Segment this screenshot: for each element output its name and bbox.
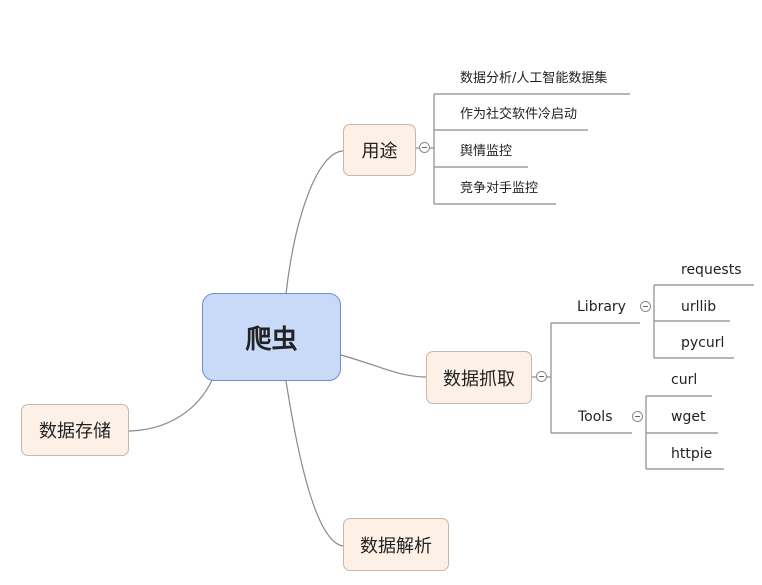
central-node-label: 爬虫 [245, 324, 298, 355]
leaf-tools-2[interactable]: httpie [671, 446, 713, 462]
leaf-tools-1[interactable]: wget [671, 409, 706, 425]
topic-cunchu[interactable]: 数据存储 [21, 404, 129, 456]
leaf-yongtu-0[interactable]: 数据分析/人工智能数据集 [460, 71, 608, 86]
collapse-yongtu-icon[interactable] [419, 142, 430, 153]
collapse-library-icon[interactable] [640, 301, 651, 312]
leaf-library-0[interactable]: requests [681, 262, 742, 278]
collapse-tools-icon[interactable] [632, 411, 643, 422]
connector-central-zhuaqu [340, 354, 427, 378]
leaf-yongtu-3[interactable]: 竞争对手监控 [460, 181, 539, 196]
connector-central-jiexi [285, 380, 344, 547]
topic-yongtu[interactable]: 用途 [343, 124, 416, 176]
leaf-yongtu-2[interactable]: 舆情监控 [460, 144, 513, 159]
topic-zhuaqu[interactable]: 数据抓取 [426, 351, 532, 404]
topic-zhuaqu-label: 数据抓取 [443, 368, 515, 390]
connector-central-cunchu [128, 379, 213, 432]
leaf-library-2[interactable]: pycurl [681, 335, 725, 351]
category-library[interactable]: Library [577, 299, 626, 315]
topic-jiexi[interactable]: 数据解析 [343, 518, 449, 571]
topic-jiexi-label: 数据解析 [360, 535, 432, 557]
connector-central-yongtu [285, 150, 344, 295]
leaf-library-1[interactable]: urllib [681, 299, 717, 315]
topic-cunchu-label: 数据存储 [39, 421, 111, 442]
collapse-zhuaqu-icon[interactable] [536, 371, 547, 382]
category-tools[interactable]: Tools [578, 409, 613, 425]
leaf-yongtu-1[interactable]: 作为社交软件冷启动 [460, 107, 578, 122]
central-node[interactable]: 爬虫 [202, 293, 341, 381]
leaf-tools-0[interactable]: curl [671, 372, 698, 388]
topic-yongtu-label: 用途 [361, 141, 398, 162]
